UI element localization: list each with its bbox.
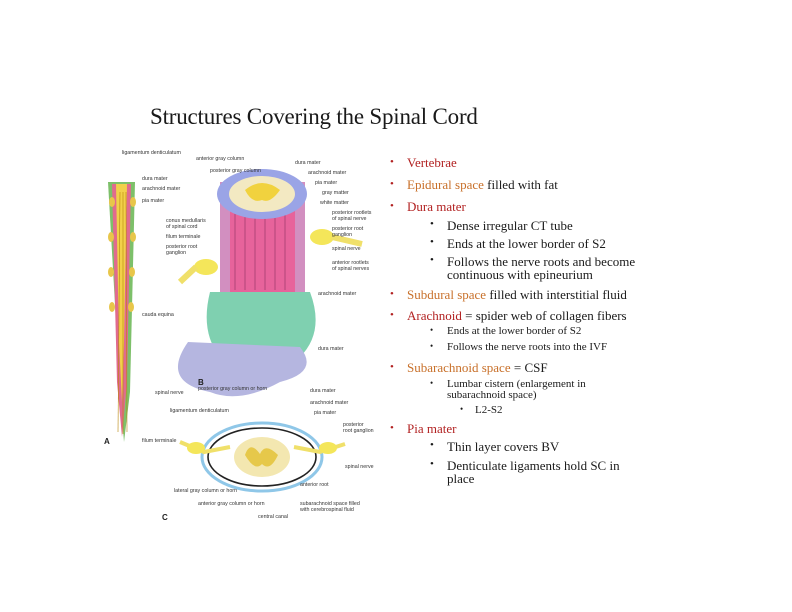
bullet-dura-mater: • Dura mater — [390, 199, 466, 214]
label-conus-medullaris: conus medullaris — [166, 218, 206, 224]
label-pia-mater-c: pia mater — [314, 410, 336, 416]
label-posterior-root-b: posterior root — [332, 226, 364, 232]
bullet-subarachnoid: • Subarachnoid space = CSF — [390, 360, 548, 375]
label-posterior-rootlets: posterior rootlets — [332, 210, 372, 216]
label-anterior-gray-column-or-horn: anterior gray column or horn — [198, 501, 265, 507]
label-letter-a: A — [104, 437, 110, 446]
label-posterior-gray-column: posterior gray column — [210, 168, 261, 174]
label-spinal-nerve-b: spinal nerve — [332, 246, 361, 252]
label-of-spinal-nerve: of spinal nerve — [332, 216, 367, 222]
label-dura-mater-a: dura mater — [142, 176, 168, 182]
bullet-epidural: • Epidural space filled with fat — [390, 177, 558, 192]
label-pia-mater-a: pia mater — [142, 198, 164, 204]
panel-a-cord: ligamentum denticulatum dura mater arach… — [104, 150, 206, 446]
panel-c-cross-section: spinal nerve posterior gray column or ho… — [142, 386, 374, 522]
label-dura-mater-c: dura mater — [310, 388, 336, 394]
label-anterior-root-c: anterior root — [300, 482, 329, 488]
bullet-arachnoid: • Arachnoid = spider web of collagen fib… — [390, 308, 627, 323]
label-central-canal: central canal — [258, 514, 288, 520]
label-arachnoid-mater-a: arachnoid mater — [142, 186, 181, 192]
sub-bullet-pia-1: • Thin layer covers BV — [430, 439, 560, 454]
sub-bullet-dura-3: • Follows the nerve roots and become — [430, 254, 636, 269]
sub-bullet-dura-2: • Ends at the lower border of S2 — [430, 236, 606, 251]
label-arachnoid-mater-b2: arachnoid mater — [318, 291, 357, 297]
label-filum-terminale-a: filum terminale — [166, 234, 200, 240]
sub-bullet-subarach-1: • Lumbar cistern (enlargement in — [430, 378, 586, 390]
spinal-cord-illustration: ligamentum denticulatum dura mater arach… — [104, 150, 374, 522]
bullet-subdural: • Subdural space filled with interstitia… — [390, 287, 627, 302]
label-of-spinal-nerves: of spinal nerves — [332, 266, 369, 272]
label-with-csf: with cerebrospinal fluid — [300, 507, 354, 513]
slide-title: Structures Covering the Spinal Cord — [150, 104, 478, 129]
label-letter-c: C — [162, 513, 168, 522]
label-white-matter: white matter — [320, 200, 349, 206]
label-gray-matter: gray matter — [322, 190, 349, 196]
sub-bullet-arach-2: • Follows the nerve roots into the IVF — [430, 341, 608, 353]
label-anterior-rootlets: anterior rootlets — [332, 260, 369, 266]
sub-bullet-pia-2: • Denticulate ligaments hold SC in — [430, 458, 620, 473]
sub-sub-bullet-l2-s2: • L2-S2 — [460, 404, 503, 416]
label-cauda-equina: cauda equina — [142, 312, 174, 318]
sub-bullet-pia-2-cont: place — [447, 471, 475, 486]
sub-bullet-dura-3-cont: continuous with epineurium — [447, 267, 593, 282]
label-subarachnoid-space-filled: subarachnoid space filled — [300, 501, 360, 507]
bullet-vertebrae: • Vertebrae — [390, 155, 457, 170]
sub-bullet-subarach-1-cont: subarachnoid space) — [447, 389, 537, 401]
label-spinal-nerve-c-left: spinal nerve — [155, 390, 184, 396]
sub-bullet-arach-1: • Ends at the lower border of S2 — [430, 325, 582, 337]
label-arachnoid-mater-c: arachnoid mater — [310, 400, 349, 406]
label-ligamentum-denticulatum-c: ligamentum denticulatum — [170, 408, 229, 414]
panel-b-segment: anterior gray column posterior gray colu… — [177, 156, 372, 397]
label-posterior-root-a: posterior root — [166, 244, 198, 250]
bullet-pia-mater: • Pia mater — [390, 421, 457, 436]
label-anterior-gray-column: anterior gray column — [196, 156, 244, 162]
label-lateral-gray-column: lateral gray column or horn — [174, 488, 237, 494]
label-dura-mater-b2: dura mater — [318, 346, 344, 352]
label-letter-b: B — [198, 378, 204, 387]
sub-bullet-dura-1: • Dense irregular CT tube — [430, 218, 573, 233]
label-ligamentum-denticulatum-top: ligamentum denticulatum — [122, 150, 181, 156]
label-posterior-root-c: posterior — [343, 422, 364, 428]
label-dura-mater-b: dura mater — [295, 160, 321, 166]
label-pia-mater-b: pia mater — [315, 180, 337, 186]
label-ganglion-a: ganglion — [166, 250, 186, 256]
label-posterior-gray-column-or-horn: posterior gray column or horn — [198, 386, 267, 392]
label-spinal-nerve-c: spinal nerve — [345, 464, 374, 470]
label-filum-terminale-c: filum terminale — [142, 438, 176, 444]
label-root-ganglion-c: root ganglion — [343, 428, 374, 434]
label-ganglion-b: ganglion — [332, 232, 352, 238]
label-arachnoid-mater-b: arachnoid mater — [308, 170, 347, 176]
label-of-spinal-cord: of spinal cord — [166, 224, 198, 230]
